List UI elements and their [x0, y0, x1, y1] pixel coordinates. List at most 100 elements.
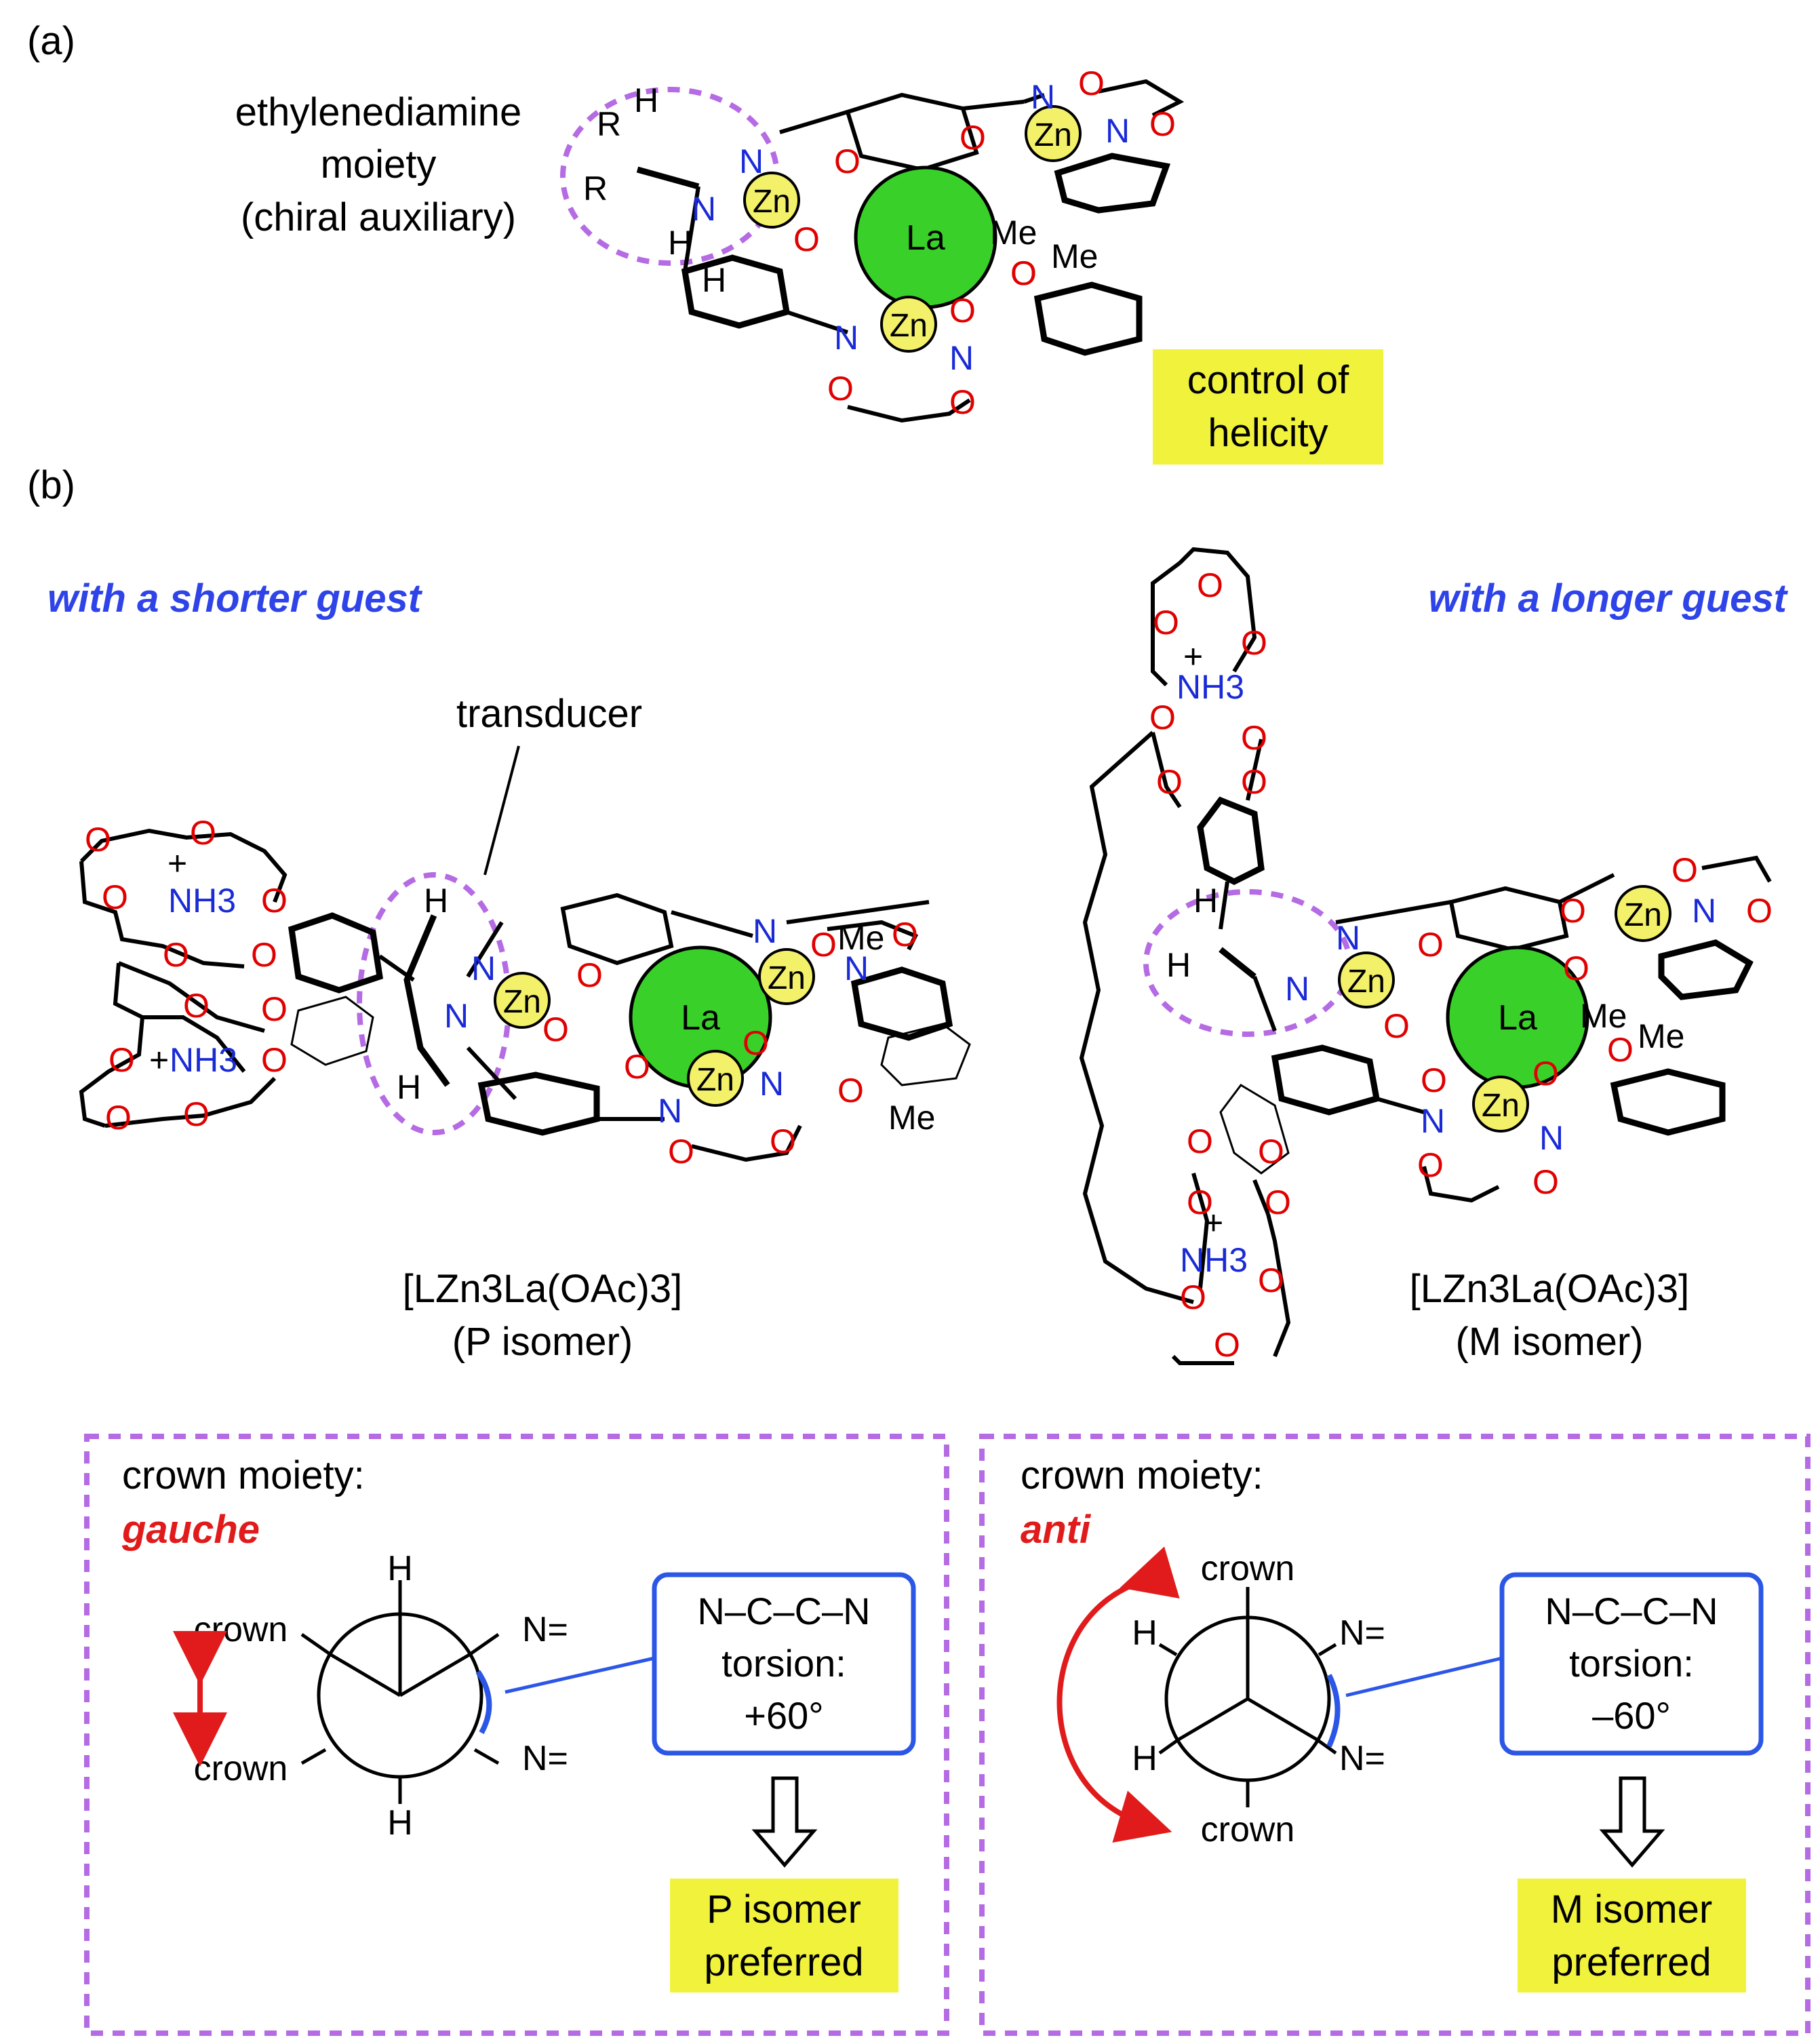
svg-text:O: O — [105, 1099, 132, 1137]
anti-result-highlight — [1518, 1879, 1746, 1992]
svg-text:O: O — [1214, 1326, 1240, 1364]
svg-text:N: N — [1539, 1119, 1564, 1157]
svg-text:R: R — [597, 105, 621, 143]
svg-text:O: O — [190, 814, 216, 852]
gauche-result-highlight — [670, 1879, 898, 1992]
transducer-pointer — [483, 745, 520, 876]
panel-a-complex — [636, 79, 1185, 423]
svg-text:H: H — [702, 261, 726, 299]
formula-right: [LZn3La(OAc)3] — [1410, 1267, 1690, 1311]
svg-text:+: + — [1183, 637, 1203, 675]
svg-text:O: O — [1265, 1183, 1291, 1221]
svg-text:O: O — [108, 1041, 135, 1079]
svg-text:Me: Me — [1580, 997, 1627, 1035]
anti-n-top: N= — [1339, 1613, 1385, 1653]
svg-text:N: N — [1692, 892, 1716, 930]
zn-label-left1: Zn — [503, 984, 541, 1020]
svg-text:O: O — [85, 821, 111, 859]
svg-text:O: O — [949, 383, 976, 421]
gauche-crown-bottom: crown — [194, 1749, 288, 1788]
gauche-torsion-value: +60° — [744, 1694, 823, 1737]
svg-text:O: O — [183, 987, 210, 1025]
svg-text:H: H — [424, 882, 448, 920]
svg-text:O: O — [1149, 105, 1176, 143]
anti-torsion-box — [1499, 1572, 1764, 1756]
zn-ion-left3 — [687, 1050, 744, 1107]
svg-text:O: O — [1560, 892, 1586, 930]
svg-text:O: O — [1187, 1122, 1213, 1160]
svg-text:Me: Me — [837, 919, 884, 957]
zn-label-left3: Zn — [696, 1062, 734, 1098]
svg-text:NH3: NH3 — [1180, 1241, 1248, 1279]
transducer-label: transducer — [456, 692, 642, 736]
svg-text:O: O — [624, 1048, 650, 1086]
svg-text:O: O — [1421, 1061, 1447, 1099]
svg-text:N: N — [444, 997, 469, 1035]
svg-text:O: O — [834, 142, 860, 180]
anti-box — [979, 1434, 1811, 2036]
svg-text:O: O — [261, 990, 288, 1028]
svg-text:N: N — [753, 912, 777, 950]
left-complex-bonds — [79, 828, 971, 1162]
svg-text:O: O — [576, 956, 603, 994]
svg-text:O: O — [261, 882, 288, 920]
anti-result-line1: M isomer — [1551, 1887, 1712, 1931]
svg-text:H: H — [668, 224, 692, 262]
svg-text:O: O — [1671, 851, 1698, 889]
zn-label-a2: Zn — [1034, 117, 1072, 153]
panel-a-atoms: R H R N N H H O O O O N N O O O N N O O … — [583, 64, 1176, 421]
svg-text:O: O — [949, 292, 976, 330]
svg-text:O: O — [542, 1010, 569, 1048]
svg-text:O: O — [1258, 1133, 1284, 1171]
svg-text:O: O — [251, 936, 277, 974]
zn-label-right3: Zn — [1482, 1088, 1520, 1124]
anti-torsion-line2: torsion: — [1569, 1642, 1694, 1685]
svg-text:O: O — [1258, 1261, 1284, 1299]
longer-guest-label: with a longer guest — [1429, 576, 1789, 621]
svg-text:+: + — [1204, 1204, 1223, 1242]
zn-label-a1: Zn — [753, 184, 791, 220]
svg-text:N: N — [834, 319, 858, 357]
moiety-label-line2: moiety — [321, 142, 437, 186]
svg-text:Me: Me — [1051, 237, 1098, 275]
anti-box-title: crown moiety: — [1021, 1453, 1263, 1497]
zn-ion-right1 — [1338, 951, 1395, 1008]
svg-text:O: O — [163, 936, 189, 974]
svg-text:O: O — [793, 220, 820, 258]
anti-down-arrow — [1599, 1776, 1665, 1868]
svg-text:N: N — [1421, 1102, 1445, 1140]
zn-label-left2: Zn — [768, 960, 806, 996]
svg-text:N: N — [1031, 78, 1055, 116]
la-label-right: La — [1498, 998, 1537, 1038]
gauche-h-bottom: H — [387, 1803, 413, 1843]
moiety-label-line1: ethylenediamine — [235, 90, 521, 134]
zn-label-a3: Zn — [890, 308, 928, 344]
svg-text:N: N — [471, 949, 496, 987]
gauche-newman — [300, 1580, 500, 1804]
svg-text:O: O — [1532, 1055, 1559, 1093]
svg-text:O: O — [960, 119, 986, 157]
svg-text:O: O — [1383, 1007, 1410, 1045]
svg-text:O: O — [1417, 926, 1444, 964]
isomer-right: (M isomer) — [1455, 1320, 1643, 1364]
anti-crown-bottom: crown — [1201, 1810, 1295, 1849]
helicity-line1: control of — [1187, 358, 1349, 402]
gauche-torsion-box — [652, 1572, 916, 1756]
svg-text:O: O — [810, 926, 837, 964]
la-label-left: La — [681, 998, 720, 1038]
isomer-left: (P isomer) — [452, 1320, 633, 1364]
svg-text:O: O — [261, 1041, 288, 1079]
zn-ion-right2 — [1615, 885, 1671, 942]
gauche-down-arrow — [751, 1776, 818, 1868]
right-complex-bonds — [1079, 547, 1772, 1365]
gauche-h-top: H — [387, 1549, 413, 1588]
gauche-result-line2: preferred — [704, 1940, 863, 1984]
svg-text:N: N — [759, 1065, 784, 1103]
svg-text:N: N — [1105, 112, 1130, 150]
svg-text:O: O — [1153, 604, 1179, 642]
gauche-result-line1: P isomer — [707, 1887, 861, 1931]
zn-ion-a2 — [1025, 105, 1082, 162]
anti-label: anti — [1021, 1508, 1092, 1552]
